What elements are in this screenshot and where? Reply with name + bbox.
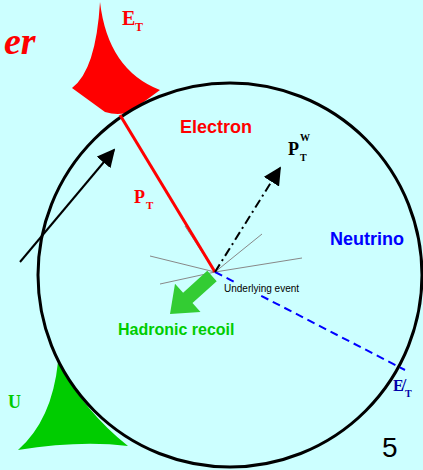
recoil-label: Hadronic recoil: [118, 322, 234, 338]
w-pt-arrow: [215, 168, 280, 272]
recoil-symbol: U: [8, 393, 21, 411]
momentum-symbol: P: [134, 188, 145, 206]
superscript: W: [300, 133, 310, 143]
subscript: T: [146, 200, 153, 211]
electron-track: [120, 115, 215, 272]
subscript: T: [405, 389, 412, 399]
missing-energy-symbol: E̸: [393, 378, 404, 394]
recoil-deposit: [18, 362, 128, 450]
annotation: Underlying event: [222, 283, 301, 295]
track: [215, 234, 262, 272]
detector-circle: [38, 83, 422, 467]
subscript: T: [135, 21, 143, 33]
title-fragment: er: [4, 22, 36, 60]
page-number: 5: [382, 434, 398, 462]
momentum-symbol: P: [288, 140, 299, 158]
pointer-arrow: [20, 150, 114, 262]
particle-label: Electron: [180, 118, 252, 136]
subscript: T: [300, 153, 307, 163]
particle-label: Neutrino: [330, 230, 404, 248]
track: [215, 258, 302, 272]
electron-deposit: [72, 2, 160, 114]
energy-symbol: E: [122, 8, 135, 28]
neutrino-line: [215, 272, 405, 370]
recoil-arrow: [170, 271, 217, 314]
